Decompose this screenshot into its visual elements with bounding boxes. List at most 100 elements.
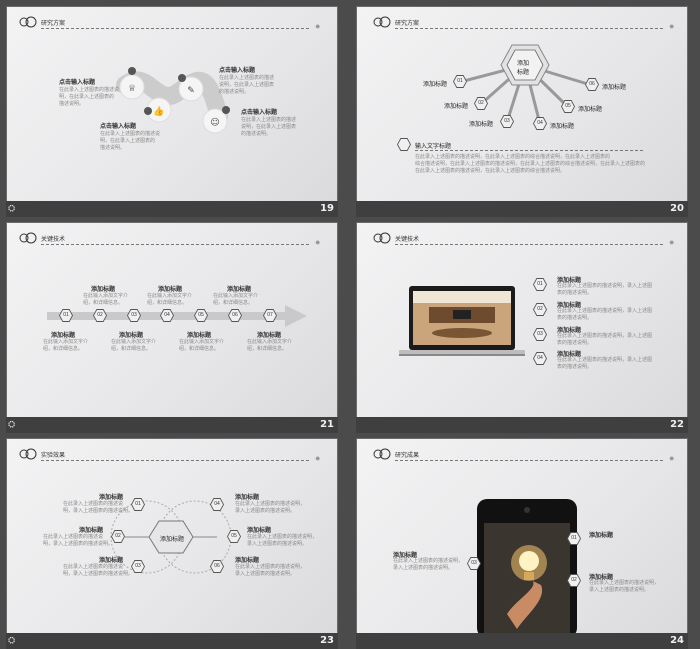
text-top-right: 在此录入上述图表的描述说明，在此录入上述图表的描述说明。 (219, 75, 275, 95)
slide-header: 研究方案 (395, 20, 420, 27)
bottom-text-1: 在此输入添加文字介绍，和详细信息。 (43, 339, 89, 352)
slide-19[interactable]: 研究方案 ● ♕ 👍 ✎ ☺ 点击输入标题 在此录入上述图表的描述说明，在此录入… (6, 6, 338, 207)
slide-22[interactable]: 关键技术 ● 01 添加标题 在此录入上述图表的描述说明，录入上述图表的描述说明… (356, 222, 688, 423)
svg-text:☺: ☺ (210, 117, 219, 128)
slide-number: 23 (320, 635, 334, 646)
top-title-1: 添加标题 (91, 286, 116, 293)
item-02-text: 在此录入上述图表的描述说明，录入上述图表的描述说明。 (43, 534, 114, 547)
item-01-title: 添加标题 (99, 494, 124, 501)
cycle-diagram (110, 500, 232, 574)
item-03-hex: 03 (533, 328, 547, 341)
logo-icon (19, 447, 37, 461)
logo-icon (19, 15, 37, 29)
laptop-image (399, 286, 525, 356)
node-04-label: 添加标题 (550, 123, 575, 130)
timeline-arrow (47, 305, 307, 327)
top-title-3: 添加标题 (227, 286, 252, 293)
header-divider (395, 28, 663, 29)
item-04-text: 在此录入上述图表的描述说明，录入上述图表的描述说明。 (557, 357, 653, 370)
bottom-title-2: 添加标题 (119, 332, 144, 339)
item-04-title: 添加标题 (557, 351, 582, 358)
item-03-title: 添加标题 (99, 557, 124, 564)
logo-icon (373, 231, 391, 245)
header-divider (41, 460, 309, 461)
slide-number: 21 (320, 419, 334, 430)
bottom-text-3: 在此输入添加文字介绍，和详细信息。 (179, 339, 225, 352)
slide-footer-23: ⛭ 23 (6, 633, 338, 649)
item-02-text: 在此录入上述图表的描述说明，录入上述图表的描述说明。 (589, 580, 660, 593)
item-02-title: 添加标题 (79, 527, 104, 534)
node-03-hex: 03 (500, 115, 514, 128)
step-06: 06 (228, 309, 242, 322)
node-01-label: 添加标题 (423, 81, 448, 88)
item-01-hex: 01 (533, 278, 547, 291)
item-06-title: 添加标题 (235, 557, 260, 564)
subtitle-hex (397, 138, 411, 151)
process-curve: ♕ 👍 ✎ ☺ (116, 67, 230, 134)
item-03-title: 添加标题 (557, 327, 582, 334)
slide-20[interactable]: 研究方案 ● 添加标题 01 添加标题 02 添加标题 03 添加标题 04 添… (356, 6, 688, 207)
svg-text:👍: 👍 (153, 105, 164, 117)
center-title: 添加标题 (160, 536, 185, 543)
node-02-label: 添加标题 (444, 103, 469, 110)
item-04-hex: 04 (533, 352, 547, 365)
phone-image (477, 499, 577, 638)
subtitle-text: 在此录入上述图表的描述说明，在此录入上述图表的综合描述说明，在此录入上述图表的综… (415, 154, 646, 174)
header-divider (41, 244, 309, 245)
corner-dot-icon: ● (669, 21, 675, 31)
slide-number: 20 (670, 203, 684, 214)
item-05-text: 在此录入上述图表的描述说明，录入上述图表的描述说明。 (247, 534, 318, 547)
corner-dot-icon: ● (315, 237, 321, 247)
item-02-title: 添加标题 (557, 302, 582, 309)
slide-number: 22 (670, 419, 684, 430)
bottom-text-4: 在此输入添加文字介绍，和详细信息。 (247, 339, 293, 352)
slide-type-icon: ⛭ (8, 419, 16, 429)
slide-footer-19: ⛭ 19 (6, 201, 338, 217)
header-divider (395, 460, 663, 461)
logo-icon (19, 231, 37, 245)
title-bottom-right: 点击输入标题 (241, 109, 278, 116)
slide-24[interactable]: 研究成果 ● 01 添加标题 02 添加标题 在此录入上述图表的描述说明，录入上… (356, 438, 688, 639)
bottom-title-4: 添加标题 (257, 332, 282, 339)
item-01-title: 添加标题 (589, 532, 614, 539)
item-02-hex: 02 (111, 530, 125, 543)
node-01-hex: 01 (453, 75, 467, 88)
item-03-hex: 03 (131, 560, 145, 573)
step-04: 04 (160, 309, 174, 322)
node-05-hex: 05 (561, 100, 575, 113)
title-top-left: 点击输入标题 (59, 79, 96, 86)
item-03-text: 在此录入上述图表的描述说明，录入上述图表的描述说明。 (63, 564, 134, 577)
slide-header: 研究成果 (395, 452, 420, 459)
item-06-hex: 06 (210, 560, 224, 573)
item-01-text: 在此录入上述图表的描述说明，录入上述图表的描述说明。 (63, 501, 134, 514)
title-bottom-left: 点击输入标题 (100, 123, 137, 130)
bottom-text-2: 在此输入添加文字介绍，和详细信息。 (111, 339, 157, 352)
corner-dot-icon: ● (669, 453, 675, 463)
subtitle-divider (415, 150, 643, 151)
item-04-text: 在此录入上述图表的描述说明，录入上述图表的描述说明。 (235, 501, 306, 514)
step-05: 05 (194, 309, 208, 322)
text-top-left: 在此录入上述图表的描述说明，在此录入上述图表的描述说明。 (59, 87, 120, 107)
item-04-title: 添加标题 (235, 494, 260, 501)
slide-23[interactable]: 实验效果 ● 添加标题 01 添加标题 在此录入上述图表的描述说明，录入上述图表… (6, 438, 338, 639)
node-06-hex: 06 (585, 78, 599, 91)
top-text-3: 在此输入添加文字介绍，和详细信息。 (213, 293, 259, 306)
corner-dot-icon: ● (315, 453, 321, 463)
bottom-title-3: 添加标题 (187, 332, 212, 339)
item-05-title: 添加标题 (247, 527, 272, 534)
step-02: 02 (93, 309, 107, 322)
top-text-2: 在此输入添加文字介绍，和详细信息。 (147, 293, 193, 306)
logo-icon (373, 447, 391, 461)
logo-icon (373, 15, 391, 29)
svg-text:♕: ♕ (128, 84, 136, 94)
item-03-hex: 03 (467, 557, 481, 570)
top-title-2: 添加标题 (158, 286, 183, 293)
slide-type-icon: ⛭ (8, 635, 16, 645)
step-07: 07 (263, 309, 277, 322)
item-03-text: 在此录入上述图表的描述说明，录入上述图表的描述说明。 (393, 558, 464, 571)
item-02-hex: 02 (533, 303, 547, 316)
item-06-text: 在此录入上述图表的描述说明，录入上述图表的描述说明。 (235, 564, 306, 577)
slide-21[interactable]: 关键技术 ● 01 02 03 04 05 06 07 添加标题 在此输入添加文… (6, 222, 338, 423)
node-05-label: 添加标题 (578, 106, 603, 113)
item-01-text: 在此录入上述图表的描述说明，录入上述图表的描述说明。 (557, 283, 653, 296)
